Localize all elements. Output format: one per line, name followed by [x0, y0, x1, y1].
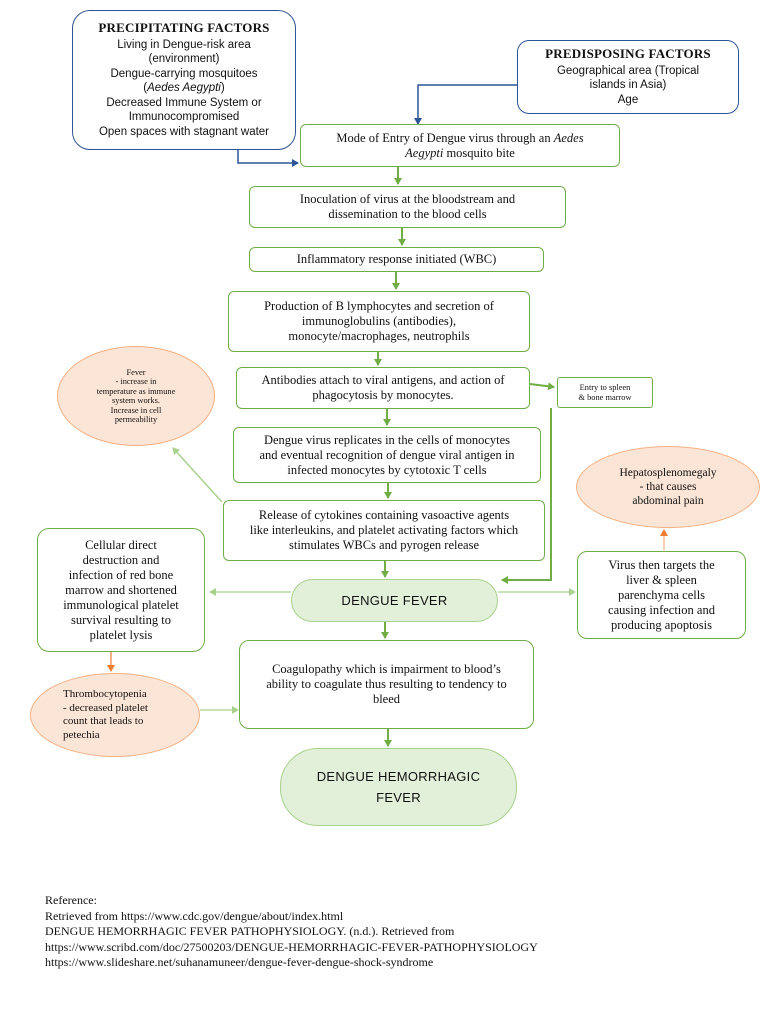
precipitating-line: Dengue-carrying mosquitoes — [110, 67, 258, 80]
antibodies-line: Antibodies attach to viral antigens, and… — [261, 373, 505, 387]
dhf-line: DENGUE HEMORRHAGIC — [316, 769, 481, 784]
spleen-line: Entry to spleen — [579, 383, 631, 392]
cellular-destruction-box: Cellular direct destruction and infectio… — [37, 528, 205, 652]
reference-line: https://www.slideshare.net/suhanamuneer/… — [45, 955, 434, 969]
virus-line: parenchyma cells — [617, 587, 706, 602]
virus-targets-box: Virus then targets the liver & spleen pa… — [577, 551, 746, 639]
reference-line: https://www.scribd.com/doc/27500203/DENG… — [45, 939, 538, 954]
replicates-box: Dengue virus replicates in the cells of … — [233, 427, 541, 483]
hepato-line: - that causes — [639, 481, 697, 493]
paren-close: ) — [220, 82, 225, 94]
fever-oval: Fever - increase in temperature as immun… — [57, 346, 215, 446]
thrombo-line: - decreased platelet — [63, 701, 148, 714]
dengue-fever-label: DENGUE FEVER — [341, 592, 448, 608]
replicates-line: infected monocytes by cytotoxic T cells — [287, 462, 487, 477]
virus-line: Virus then targets the — [608, 557, 715, 572]
arrow-antibodies-to-spleen — [529, 382, 555, 391]
replicates-line: Dengue virus replicates in the cells of … — [263, 432, 511, 447]
antibodies-box: Antibodies attach to viral antigens, and… — [236, 367, 530, 409]
predisposing-line: islands in Asia) — [589, 79, 667, 91]
dengue-hemorrhagic-fever-oval: DENGUE HEMORRHAGIC FEVER — [280, 748, 517, 826]
cellular-line: destruction and — [82, 552, 160, 567]
thrombocytopenia-oval: Thrombocytopenia - decreased platelet co… — [30, 673, 200, 757]
paren-open: ( — [143, 82, 148, 94]
virus-line: producing apoptosis — [610, 617, 713, 632]
coagulopathy-line: bleed — [372, 692, 401, 706]
production-line: immunoglobulins (antibodies), — [301, 314, 457, 328]
precipitating-line: Open spaces with stagnant water — [98, 125, 270, 138]
entry-text: mosquito bite — [443, 145, 515, 160]
precipitating-factors-box: PRECIPITATING FACTORS Living in Dengue-r… — [72, 10, 296, 150]
thrombo-line: count that leads to — [63, 715, 144, 727]
coagulopathy-line: Coagulopathy which is impairment to bloo… — [272, 662, 501, 676]
reference-line: Retrieved from https://www.cdc.gov/dengu… — [45, 908, 344, 923]
antibodies-line: phagocytosis by monocytes. — [312, 388, 454, 402]
arrow-cytokines-to-fever — [172, 447, 223, 503]
fever-line: Fever — [126, 367, 146, 377]
fever-line: permeability — [114, 415, 158, 424]
thrombo-line: Thrombocytopenia — [63, 688, 147, 700]
spleen-line: & bone marrow — [578, 392, 632, 402]
cytokines-box: Release of cytokines containing vasoacti… — [223, 500, 545, 561]
production-box: Production of B lymphocytes and secretio… — [228, 291, 530, 352]
reference-section: Reference: Retrieved from https://www.cd… — [45, 893, 745, 971]
precipitating-line: Living in Dengue-risk area — [117, 38, 251, 51]
thrombo-line: petechia — [63, 728, 100, 741]
dengue-fever-oval: DENGUE FEVER — [291, 579, 498, 622]
production-line: Production of B lymphocytes and secretio… — [264, 299, 494, 313]
cellular-line: platelet lysis — [89, 627, 153, 642]
cellular-line: survival resulting to — [71, 612, 171, 627]
fever-line: temperature as immune — [96, 386, 176, 396]
predisposing-factors-box: PREDISPOSING FACTORS Geographical area (… — [517, 40, 739, 114]
reference-line: DENGUE HEMORRHAGIC FEVER PATHOPHYSIOLOGY… — [45, 924, 455, 938]
inoculation-box: Inoculation of virus at the bloodstream … — [249, 186, 566, 228]
predisposing-title: PREDISPOSING FACTORS — [545, 46, 711, 61]
entry-species: Aegypti — [405, 145, 444, 160]
production-line: monocyte/macrophages, neutrophils — [288, 329, 470, 343]
cellular-line: immunological platelet — [63, 597, 179, 612]
replicates-line: and eventual recognition of dengue viral… — [259, 447, 515, 462]
entry-line: Aegypti mosquito bite — [405, 146, 515, 161]
predisposing-line: Age — [617, 93, 639, 106]
inflammatory-line: Inflammatory response initiated (WBC) — [296, 252, 497, 266]
precipitating-line: Decreased Immune System or — [106, 96, 262, 109]
arrow-predisposing-to-entry — [414, 84, 518, 125]
species-name: Aedes Aegypti — [147, 82, 221, 94]
mode-of-entry-box: Mode of Entry of Dengue virus through an… — [300, 124, 620, 167]
cellular-line: marrow and shortened — [65, 582, 177, 597]
entry-species: Aedes — [553, 130, 584, 145]
cytokines-line: like interleukins, and platelet activati… — [249, 523, 519, 537]
entry-line: Mode of Entry of Dengue virus through an… — [336, 131, 583, 146]
virus-line: causing infection and — [608, 602, 715, 617]
inoculation-line: dissemination to the blood cells — [328, 207, 487, 221]
virus-line: liver & spleen — [626, 572, 697, 587]
precipitating-line: (environment) — [148, 53, 220, 65]
coagulopathy-box: Coagulopathy which is impairment to bloo… — [239, 640, 534, 729]
predisposing-line: Geographical area (Tropical — [556, 64, 700, 77]
fever-line: Increase in cell — [110, 405, 162, 415]
fever-line: system works. — [112, 396, 160, 405]
precipitating-line: (Aedes Aegypti) — [143, 81, 224, 96]
hepatosplenomegaly-oval: Hepatosplenomegaly - that causes abdomin… — [576, 446, 760, 528]
entry-to-spleen-box: Entry to spleen & bone marrow — [557, 377, 653, 408]
cellular-line: infection of red bone — [68, 567, 174, 582]
dhf-line: FEVER — [376, 790, 421, 805]
fever-line: - increase in — [115, 377, 157, 386]
precipitating-line: Immunocompromised — [128, 111, 240, 123]
hepato-line: Hepatosplenomegaly — [619, 467, 717, 479]
cytokines-line: Release of cytokines containing vasoacti… — [258, 508, 510, 522]
cytokines-line: stimulates WBCs and pyrogen release — [288, 538, 479, 552]
cellular-line: Cellular direct — [85, 537, 157, 552]
reference-heading: Reference: — [45, 893, 97, 907]
inflammatory-box: Inflammatory response initiated (WBC) — [249, 247, 544, 272]
entry-text: Mode of Entry of Dengue virus through an — [336, 130, 554, 145]
inoculation-line: Inoculation of virus at the bloodstream … — [299, 192, 516, 206]
hepato-line: abdominal pain — [632, 495, 704, 507]
coagulopathy-line: ability to coagulate thus resulting to t… — [266, 677, 507, 691]
precipitating-title: PRECIPITATING FACTORS — [98, 20, 270, 35]
arrow-precipitating-to-entry — [237, 150, 299, 167]
